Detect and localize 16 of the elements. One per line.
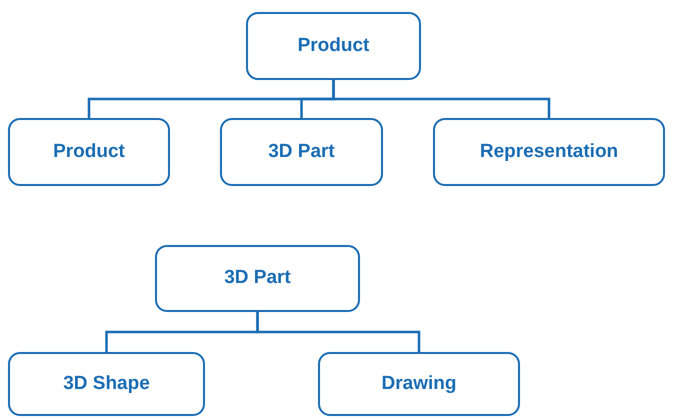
box-label: Representation [480, 140, 618, 164]
hierarchy-box [318, 352, 520, 416]
hierarchy-box [220, 118, 383, 186]
connector-line [332, 80, 550, 118]
hierarchy-box [246, 12, 421, 80]
connector-line [256, 312, 420, 352]
hierarchy-box [8, 118, 170, 186]
box-label: Product [53, 140, 125, 164]
hierarchy-box [433, 118, 665, 186]
box-label: 3D Shape [63, 372, 150, 396]
box-label: 3D Part [268, 140, 335, 164]
hierarchy-box [155, 245, 360, 312]
box-label: Drawing [382, 372, 456, 396]
box-label: Product [298, 34, 370, 58]
box-label: 3D Part [224, 266, 291, 290]
hierarchy-box [8, 352, 205, 416]
